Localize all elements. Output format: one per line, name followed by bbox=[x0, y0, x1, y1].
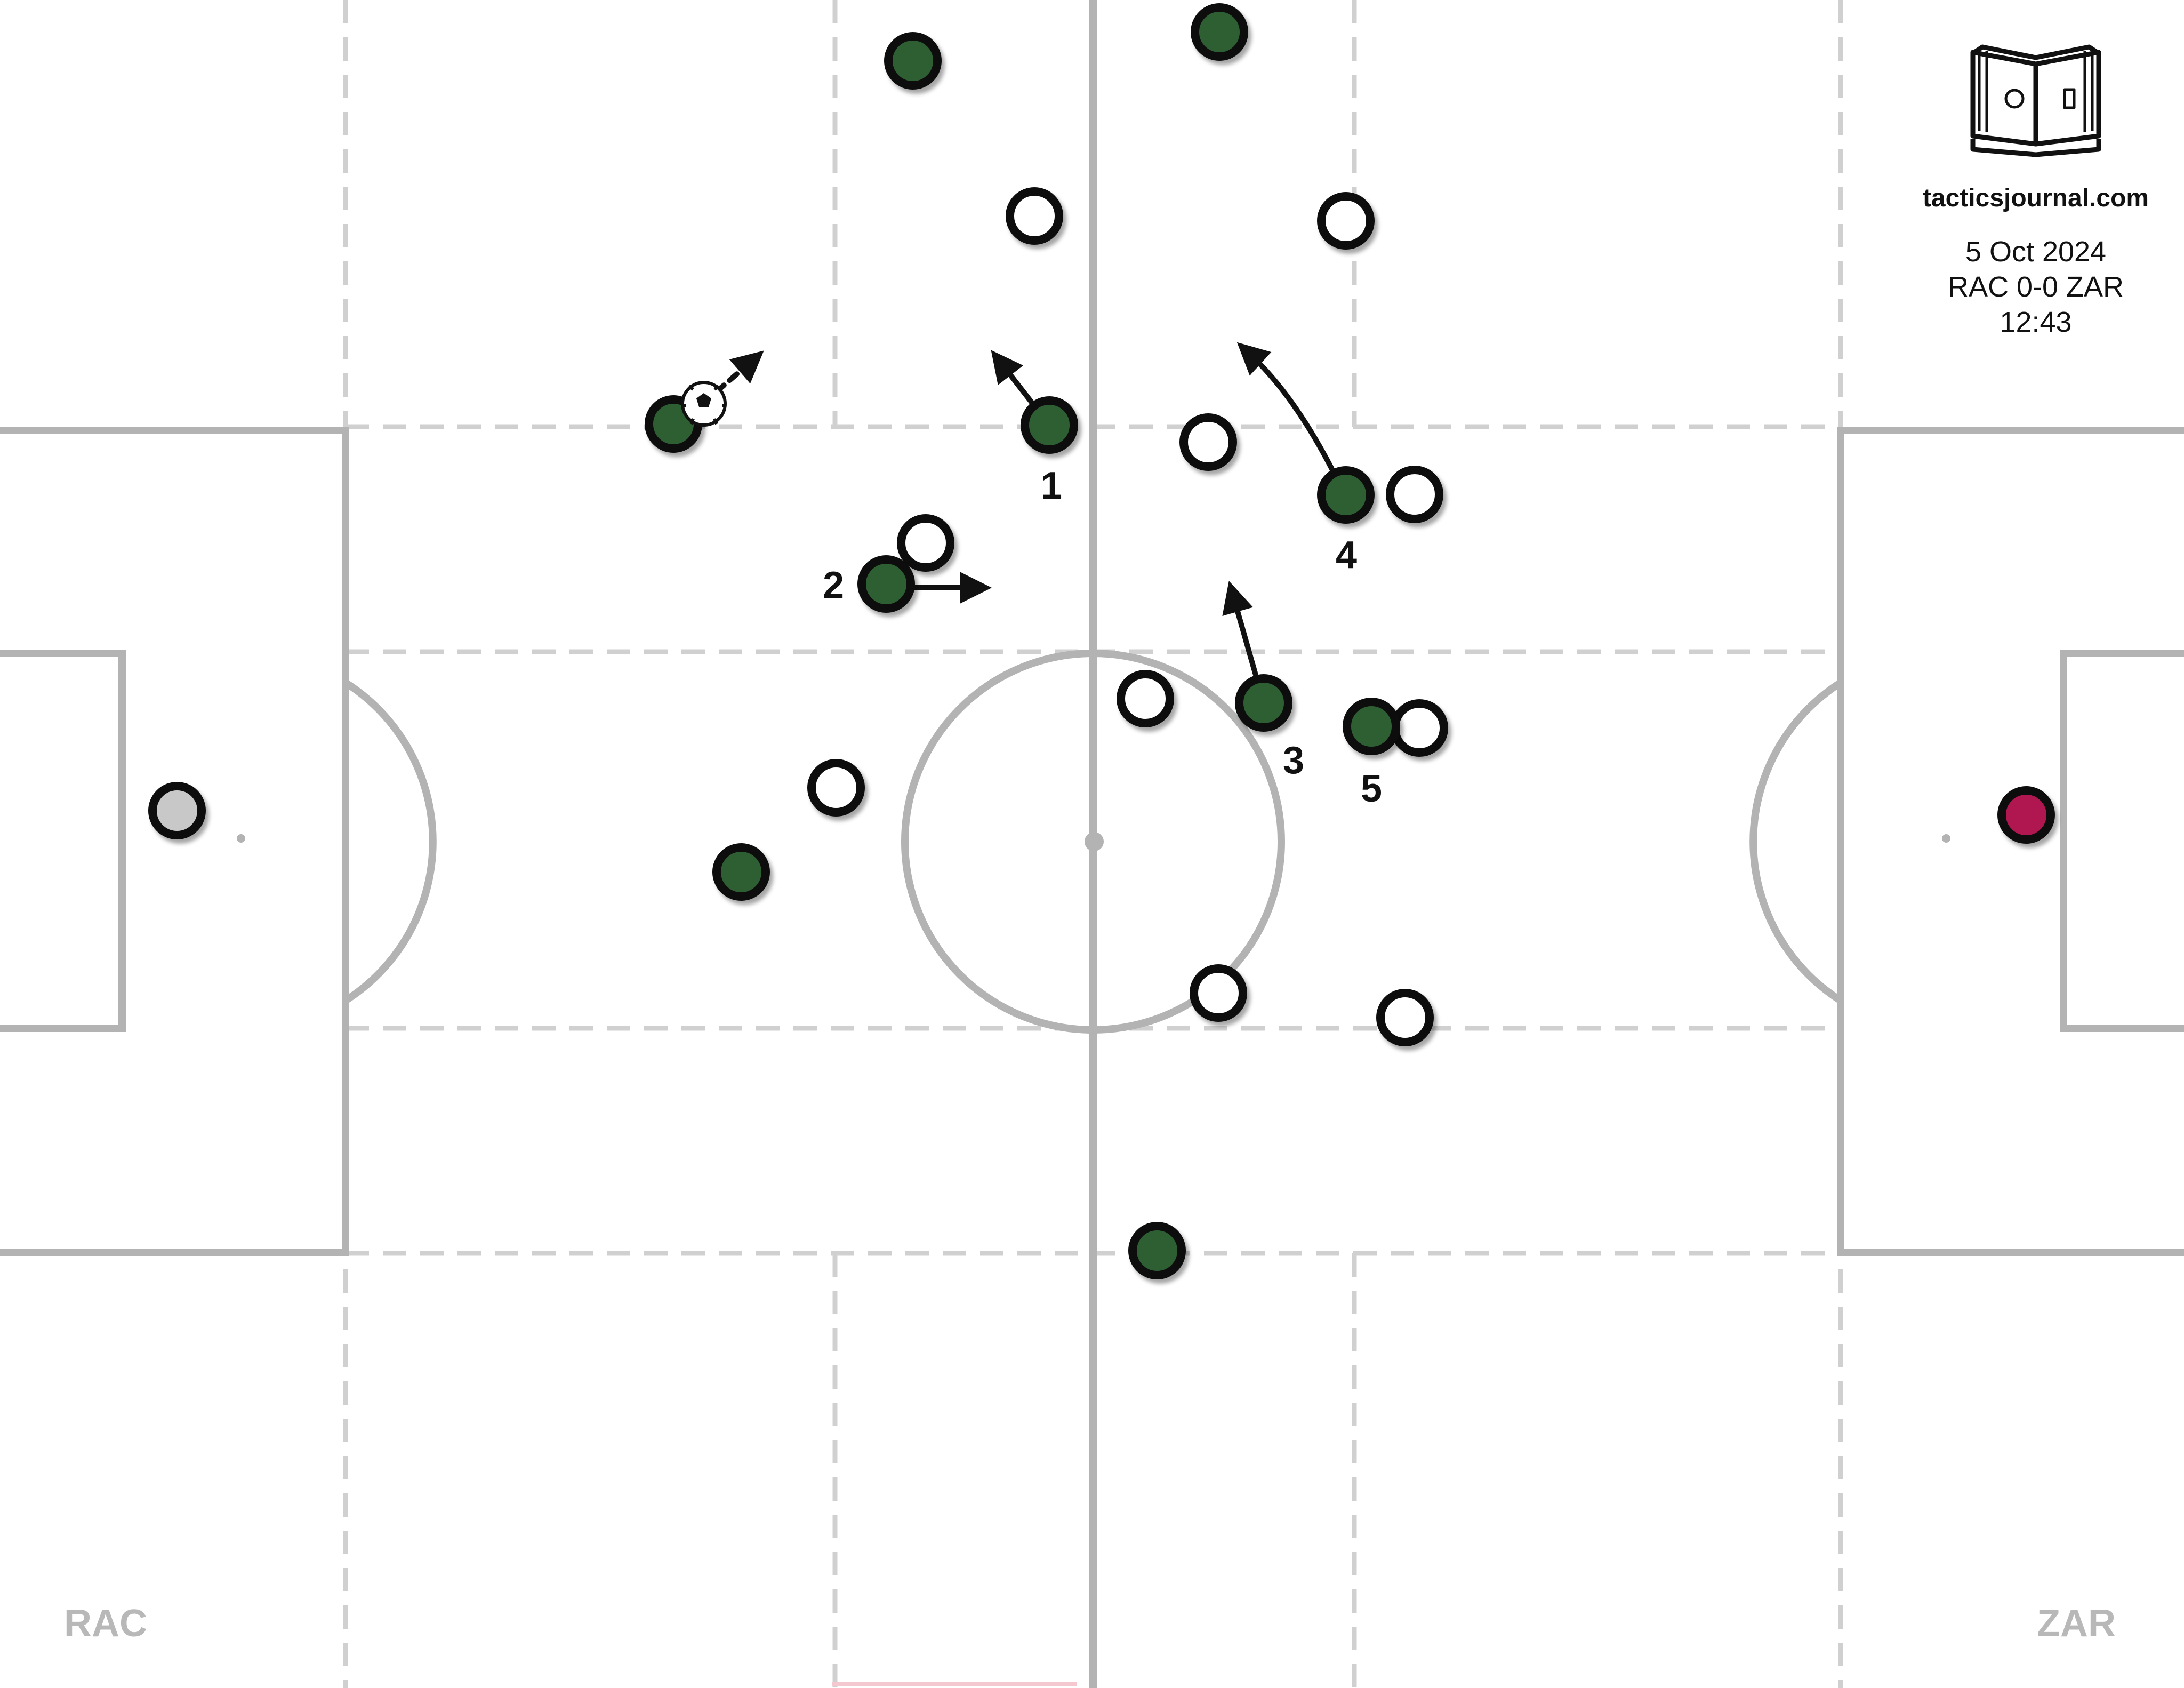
opponent-player bbox=[1376, 989, 1434, 1046]
left-penalty-arc bbox=[343, 679, 437, 1004]
goalkeepers bbox=[148, 782, 2055, 844]
opponent-player bbox=[1117, 670, 1174, 727]
center-spot bbox=[1085, 832, 1104, 851]
player-number-label: 1 bbox=[1041, 465, 1062, 507]
opponent-player bbox=[807, 759, 865, 817]
right-penalty-spot bbox=[1942, 834, 1950, 843]
left-penalty-spot bbox=[237, 834, 245, 843]
open-book-pitch-icon bbox=[1970, 44, 2101, 157]
green-player bbox=[884, 32, 942, 90]
team-label-left: RAC bbox=[64, 1602, 147, 1645]
green-player-4 bbox=[1317, 466, 1375, 524]
opponent-player bbox=[1179, 413, 1237, 471]
match-date: 5 Oct 2024 bbox=[1965, 236, 2106, 268]
team-label-right: ZAR bbox=[2037, 1602, 2116, 1645]
soccer-ball-icon bbox=[681, 381, 727, 427]
player-number-label: 4 bbox=[1336, 534, 1357, 577]
match-info: tacticsjournal.com 5 Oct 2024 RAC 0-0 ZA… bbox=[1923, 184, 2149, 338]
green-player bbox=[1128, 1222, 1186, 1279]
player-number-label: 3 bbox=[1283, 739, 1304, 782]
green-player bbox=[1191, 3, 1248, 61]
green-player-5 bbox=[1343, 698, 1400, 755]
opponent-player bbox=[897, 514, 954, 572]
green-player-3 bbox=[1235, 674, 1292, 732]
opponent-players bbox=[807, 187, 1448, 1046]
match-score: RAC 0-0 ZAR bbox=[1948, 271, 2124, 303]
opponent-player bbox=[1317, 192, 1375, 250]
left-penalty-box bbox=[0, 427, 349, 1256]
green-player-2 bbox=[857, 555, 915, 613]
green-player bbox=[712, 843, 770, 901]
center-circle bbox=[901, 650, 1285, 1034]
pitch-spots bbox=[237, 832, 1950, 851]
player-number-labels: 1 2 4 3 5 bbox=[823, 465, 1382, 810]
left-goal-area bbox=[0, 650, 126, 1032]
goalkeeper-left bbox=[148, 782, 206, 839]
green-player-1 bbox=[1021, 396, 1078, 454]
right-penalty-box bbox=[1837, 427, 2184, 1256]
right-penalty-arc bbox=[1749, 679, 1843, 1004]
player-number-label: 2 bbox=[823, 564, 844, 607]
player-number-label: 5 bbox=[1361, 767, 1382, 810]
opponent-player bbox=[1391, 699, 1448, 757]
right-goal-area bbox=[2060, 650, 2184, 1032]
opponent-player bbox=[1190, 964, 1247, 1022]
green-players bbox=[645, 3, 1400, 1279]
opponent-player bbox=[1006, 187, 1063, 245]
goalkeeper-right bbox=[1997, 786, 2055, 844]
site-name: tacticsjournal.com bbox=[1923, 184, 2149, 212]
match-time: 12:43 bbox=[2000, 306, 2071, 338]
opponent-player bbox=[1386, 466, 1443, 523]
